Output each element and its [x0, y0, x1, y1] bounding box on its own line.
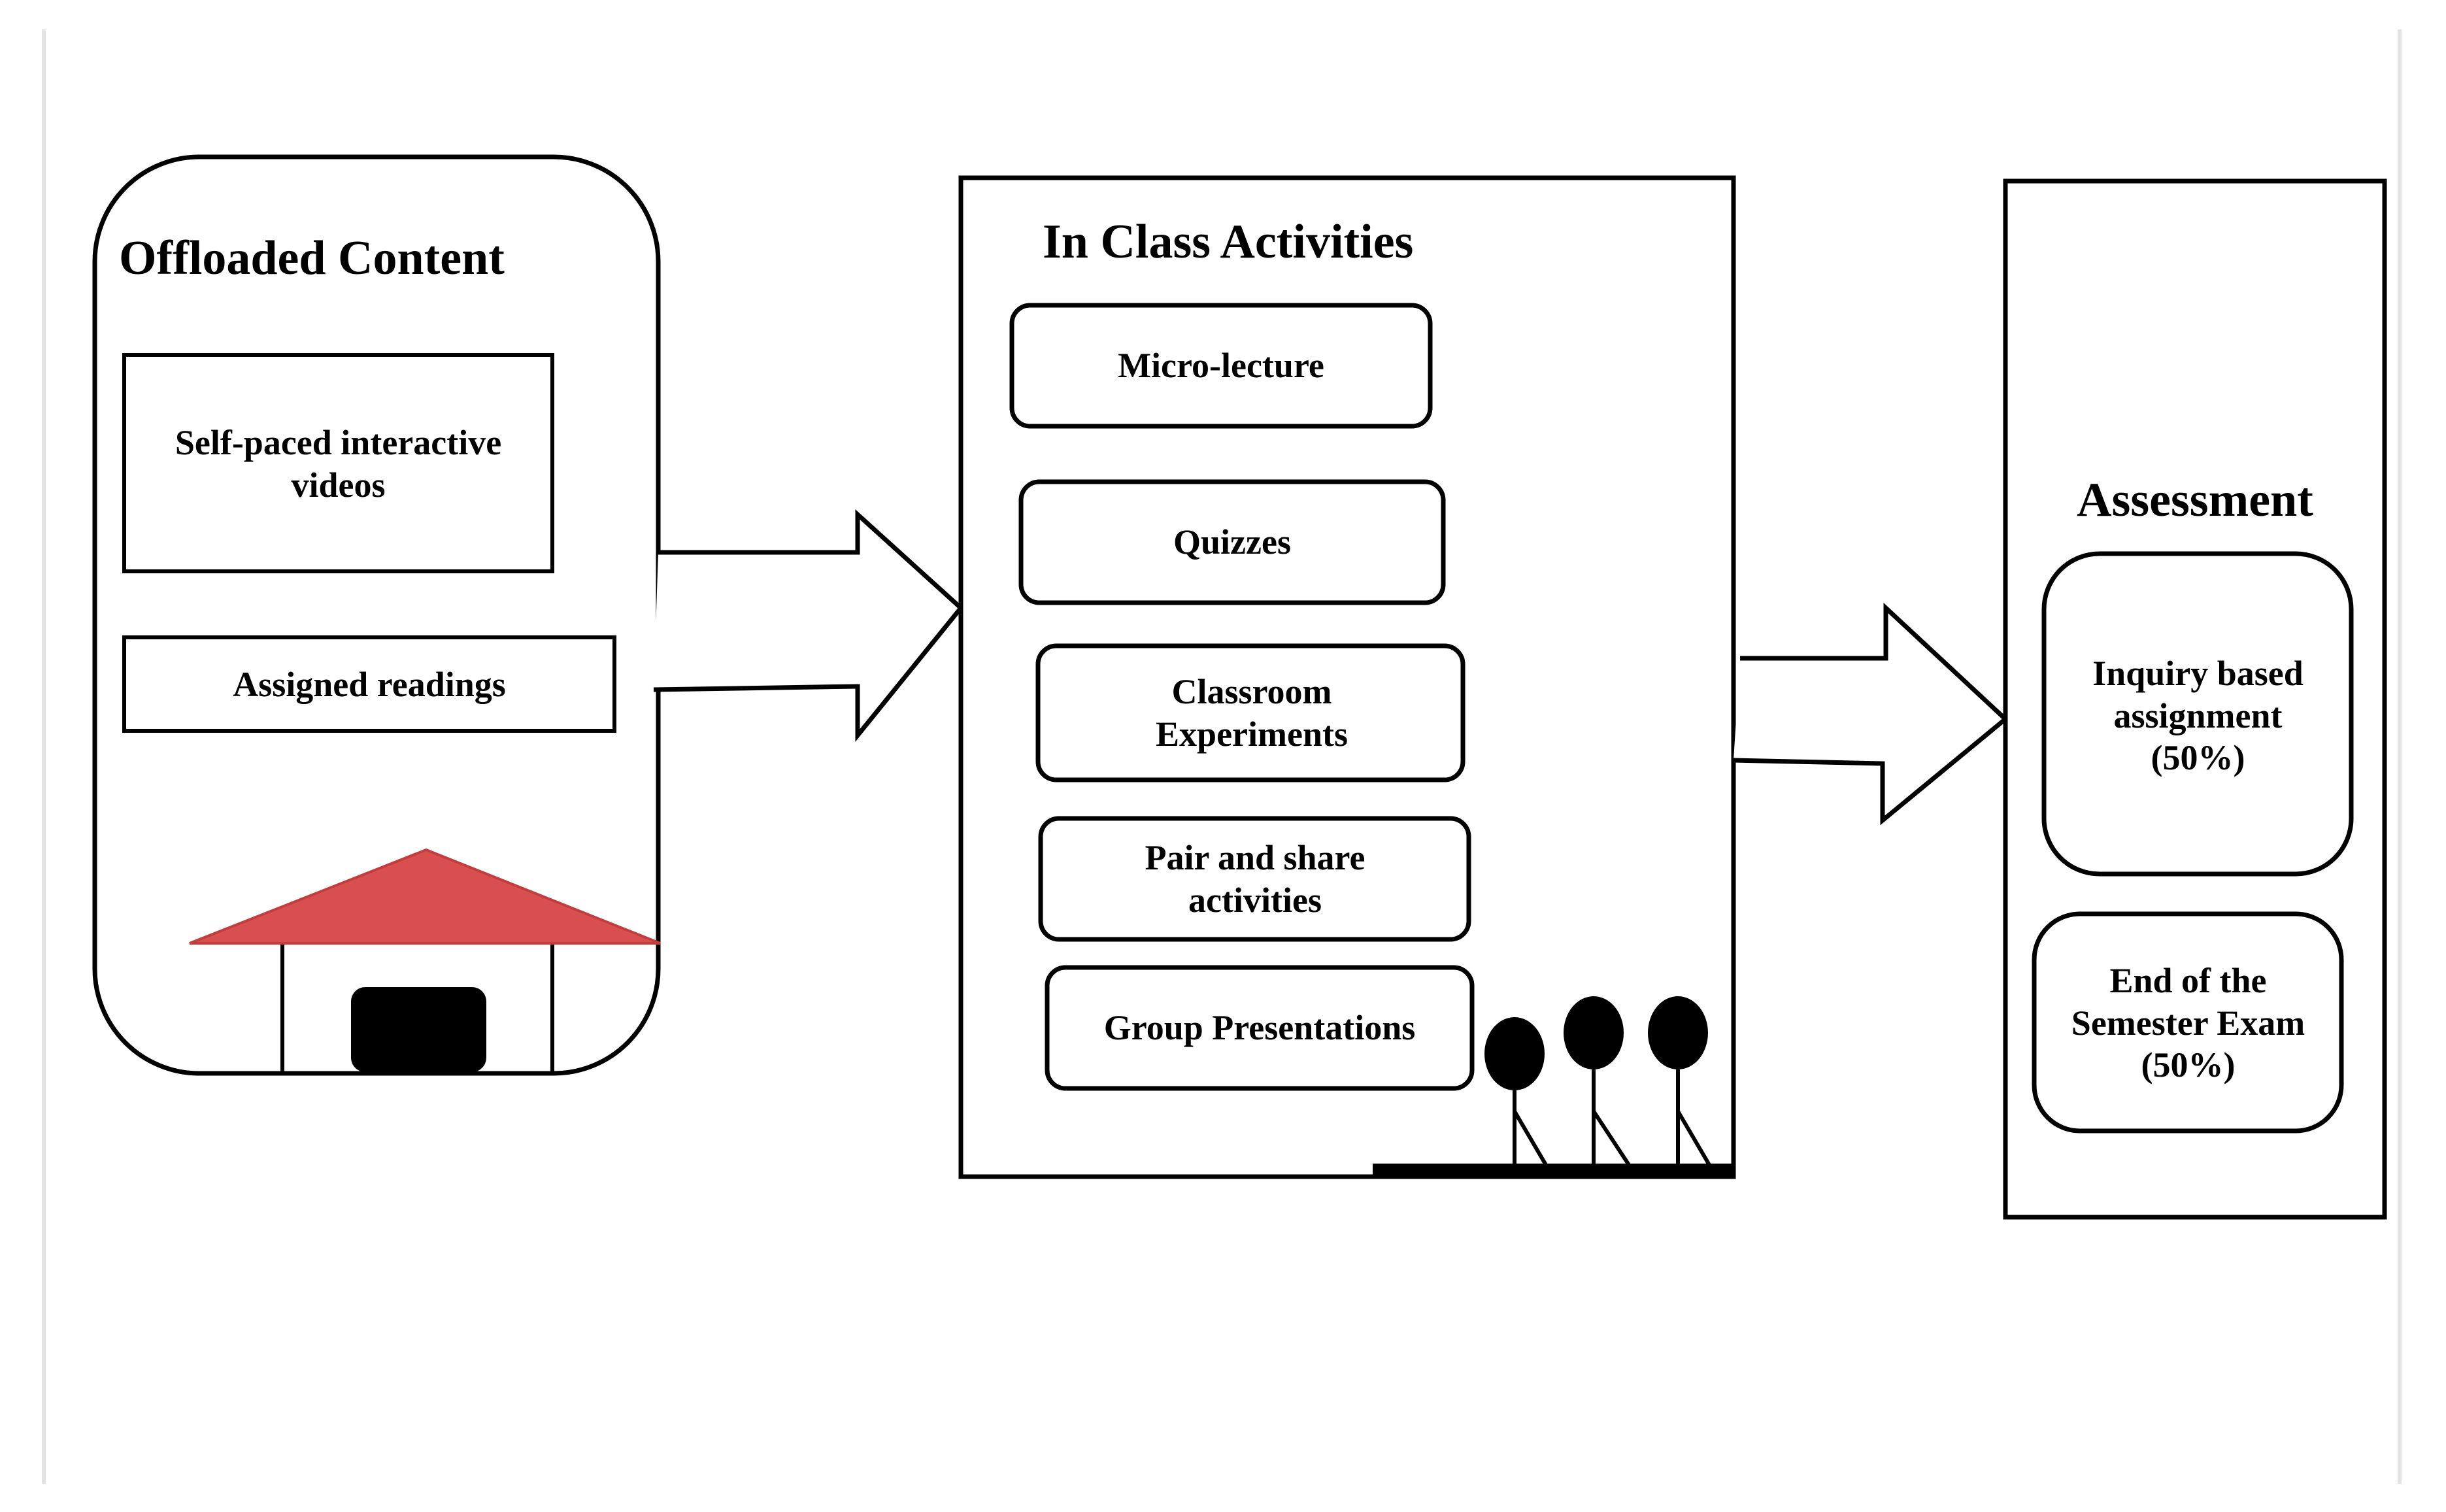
activity-label-4: Pair and share activities	[1145, 837, 1365, 920]
arrow-right-icon	[1733, 602, 2009, 826]
videos-box	[122, 353, 554, 573]
assessment-title: Assessment	[2077, 473, 2313, 527]
assessment-label-2: End of the Semester Exam (50%)	[2071, 960, 2305, 1085]
page-right-border	[2398, 29, 2402, 1484]
activity-label-1: Micro-lecture	[1118, 346, 1324, 386]
activity-box-1	[1009, 303, 1433, 429]
activity-box-3	[1035, 643, 1466, 782]
offloaded-title: Offloaded Content	[119, 231, 505, 285]
videos-label: Self-paced interactive videos	[175, 423, 502, 505]
readings-box	[122, 635, 616, 733]
activity-label-5: Group Presentations	[1103, 1008, 1416, 1048]
people-icon	[1373, 996, 1735, 1177]
activity-box-5	[1045, 965, 1475, 1091]
assessment-label-1: Inquiry based assignment (50%)	[2092, 653, 2304, 778]
assessment-box-2	[2032, 911, 2344, 1134]
readings-label: Assigned readings	[233, 665, 506, 705]
page-left-border	[42, 29, 46, 1484]
assessment-box-1	[2041, 551, 2354, 877]
arrow-right-icon	[653, 509, 964, 742]
activity-label-2: Quizzes	[1173, 522, 1291, 562]
activity-box-2	[1018, 479, 1446, 605]
house-icon	[189, 848, 661, 1072]
activity-box-4	[1038, 816, 1471, 942]
activity-label-3: Classroom Experiments	[1156, 671, 1348, 754]
in-class-title: In Class Activities	[1043, 214, 1414, 269]
